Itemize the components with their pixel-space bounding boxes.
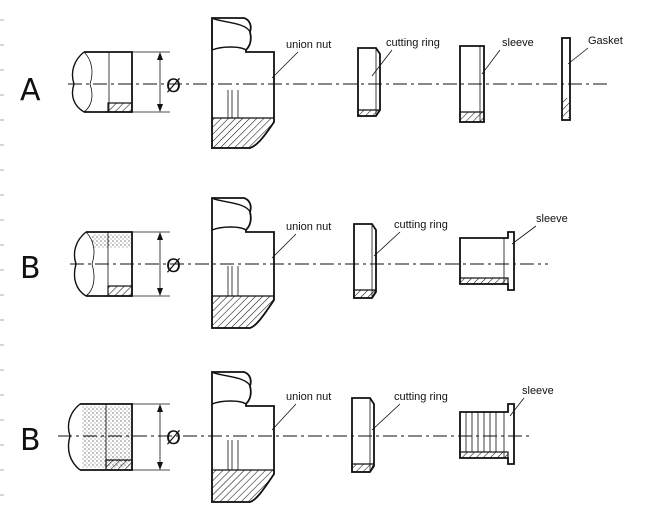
union-nut-label: union nut bbox=[286, 39, 331, 51]
cutting-ring-label: cutting ring bbox=[386, 37, 440, 49]
cutting-ring: cutting ring bbox=[351, 391, 448, 473]
union-nut: union nut bbox=[211, 197, 331, 329]
cutting-ring: cutting ring bbox=[353, 219, 448, 299]
union-nut: union nut bbox=[211, 371, 331, 503]
pipe: Ø bbox=[71, 51, 181, 113]
row-b-second: B Ø union nut bbox=[20, 371, 554, 503]
diameter-symbol: Ø bbox=[166, 75, 181, 97]
pipe: Ø bbox=[67, 403, 181, 471]
sleeve: sleeve bbox=[459, 213, 568, 291]
row-b-first: B Ø union nut bbox=[20, 197, 568, 329]
cutting-ring-label: cutting ring bbox=[394, 391, 448, 403]
row-letter: A bbox=[20, 73, 41, 108]
union-nut-label: union nut bbox=[286, 221, 331, 233]
row-letter: B bbox=[20, 251, 41, 286]
sleeve: sleeve bbox=[459, 385, 554, 465]
union-nut: union nut bbox=[211, 17, 331, 149]
row-letter: B bbox=[20, 423, 41, 458]
union-nut-label: union nut bbox=[286, 391, 331, 403]
cutting-ring: cutting ring bbox=[357, 37, 440, 117]
diameter-symbol: Ø bbox=[166, 255, 181, 277]
sleeve-label: sleeve bbox=[536, 213, 568, 225]
cutting-ring-label: cutting ring bbox=[394, 219, 448, 231]
sleeve: sleeve bbox=[459, 37, 534, 123]
sleeve-label: sleeve bbox=[502, 37, 534, 49]
pipe: Ø bbox=[73, 231, 181, 297]
diameter-symbol: Ø bbox=[166, 427, 181, 449]
page-margin-ticks bbox=[0, 19, 4, 496]
gasket-label: Gasket bbox=[588, 35, 623, 47]
sleeve-label: sleeve bbox=[522, 385, 554, 397]
row-a: A Ø union nut bbox=[20, 17, 623, 149]
gasket: Gasket bbox=[561, 35, 623, 121]
